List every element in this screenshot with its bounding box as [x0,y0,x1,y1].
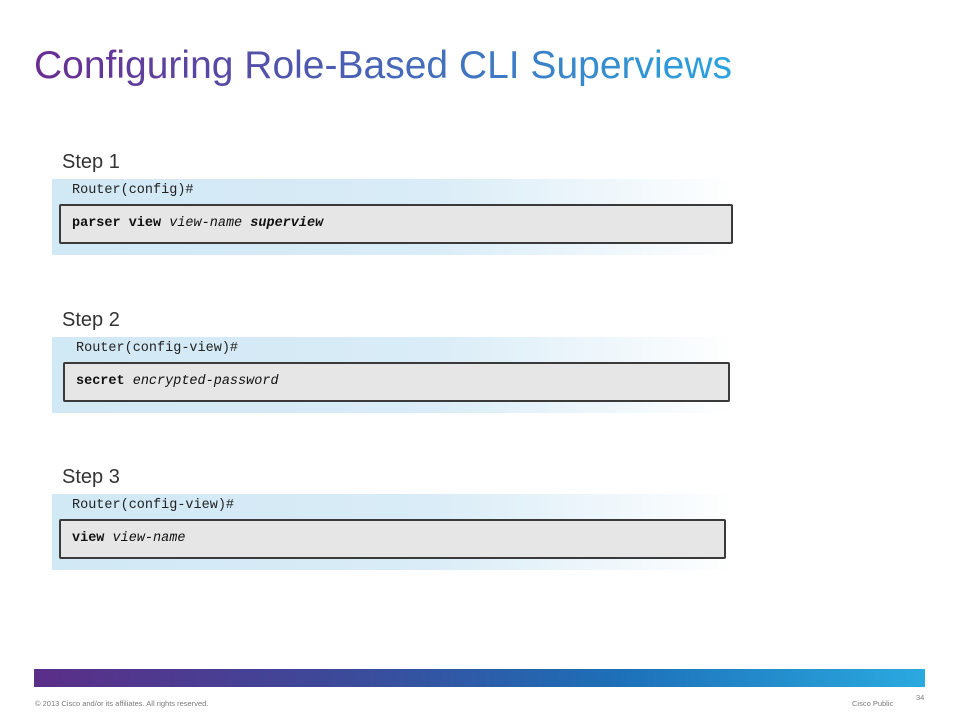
slide-title: Configuring Role-Based CLI Superviews [34,44,733,87]
cli-keyword-argument: superview [250,216,324,231]
cli-argument: view-name [112,531,186,546]
footer-copyright: © 2013 Cisco and/or its affiliates. All … [35,699,209,708]
footer-classification: Cisco Public [852,699,894,708]
cli-keyword: secret [76,374,125,389]
cli-space [104,531,112,546]
cli-keyword: view [72,531,105,546]
step-2-prompt: Router(config-view)# [76,341,239,356]
step-3-command: view view-name [59,519,726,559]
step-1-cli-box: Router(config)# parser view view-name su… [52,179,734,255]
step-2-cli-box: Router(config-view)# secret encrypted-pa… [52,337,734,413]
cli-argument: view-name [169,216,243,231]
step-1-prompt: Router(config)# [72,183,194,198]
cli-space [125,374,133,389]
step-3-prompt: Router(config-view)# [72,498,235,513]
footer-gradient-bar [34,669,925,687]
step-3-label: Step 3 [62,466,120,488]
step-2-label: Step 2 [62,309,120,331]
page-number: 34 [916,693,925,702]
step-1-label: Step 1 [62,151,120,173]
cli-argument: encrypted-password [132,374,279,389]
cli-keyword: parser view [72,216,162,231]
step-1-command: parser view view-name superview [59,204,733,244]
step-2-command: secret encrypted-password [63,362,730,402]
step-3-cli-box: Router(config-view)# view view-name [52,494,734,570]
